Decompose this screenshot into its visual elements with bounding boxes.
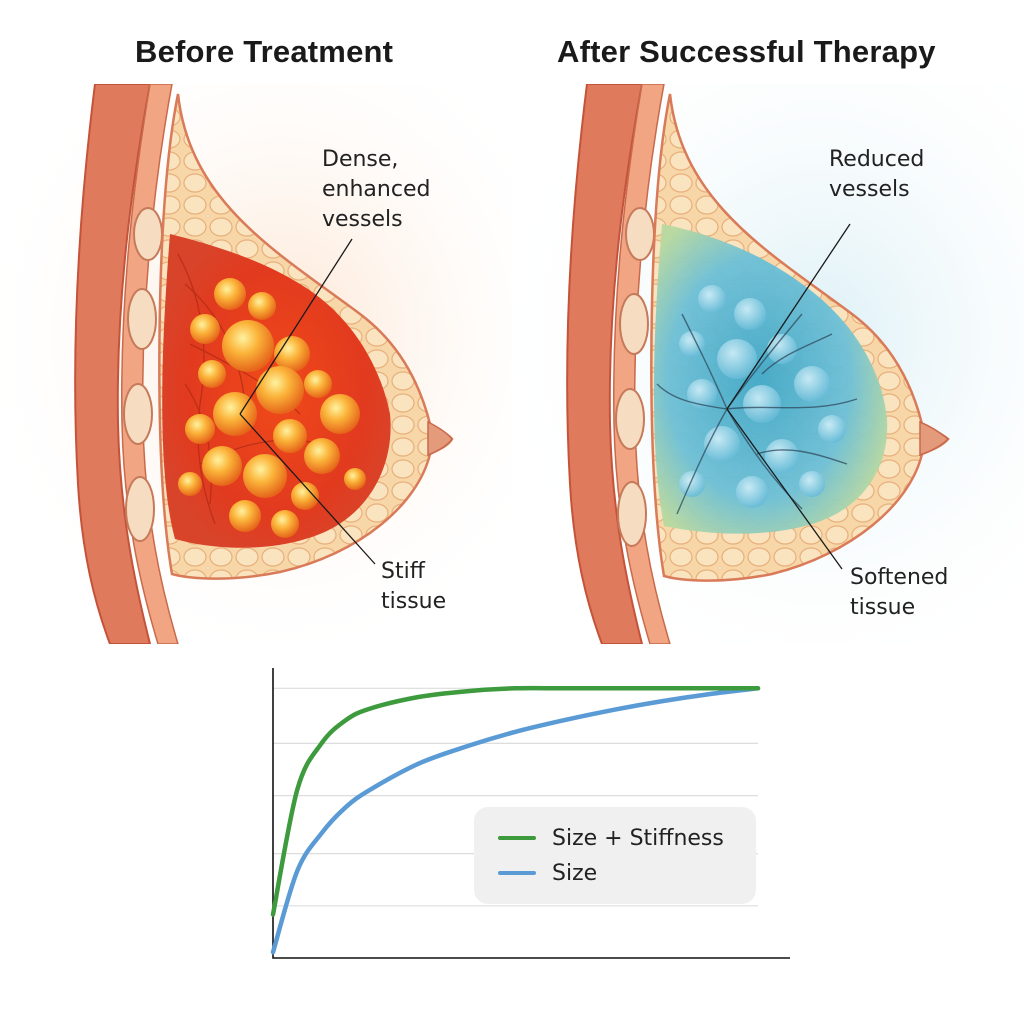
illustration-after-therapy: Reduced vessels Softened tissue [512, 84, 1024, 644]
callout-line: Reduced [829, 147, 925, 172]
legend-swatch [498, 871, 536, 875]
callout-stiff-tissue: Stiff tissue [381, 557, 446, 617]
callout-dense-vessels: Dense, enhanced vessels [322, 145, 430, 235]
chart-axes [272, 668, 790, 959]
series-line-size-stiffness [270, 685, 761, 917]
title-before-treatment: Before Treatment [135, 34, 394, 69]
callout-line: tissue [850, 595, 916, 620]
illustration-before-treatment: Dense, enhanced vessels Stiff tissue [0, 84, 512, 644]
legend-swatch [498, 836, 536, 840]
callout-line: vessels [829, 177, 910, 202]
breast-cross-section-after [512, 84, 1024, 644]
breast-cross-section-before [0, 84, 512, 644]
legend-label: Size [552, 860, 598, 886]
title-after-therapy: After Successful Therapy [557, 34, 936, 69]
chart-legend: Size + Stiffness Size [474, 807, 756, 904]
callout-line: Stiff [381, 559, 425, 584]
legend-item-size: Size [498, 858, 597, 888]
callout-line: vessels [322, 207, 403, 232]
callout-line: Softened [850, 565, 949, 590]
callout-line: tissue [381, 589, 447, 614]
callout-softened-tissue: Softened tissue [850, 563, 948, 623]
callout-line: Dense, [322, 147, 399, 172]
series-line-size [270, 686, 761, 955]
legend-label: Size + Stiffness [552, 825, 724, 851]
legend-item-size-stiffness: Size + Stiffness [498, 823, 724, 853]
callout-reduced-vessels: Reduced vessels [829, 145, 924, 205]
callout-line: enhanced [322, 177, 431, 202]
